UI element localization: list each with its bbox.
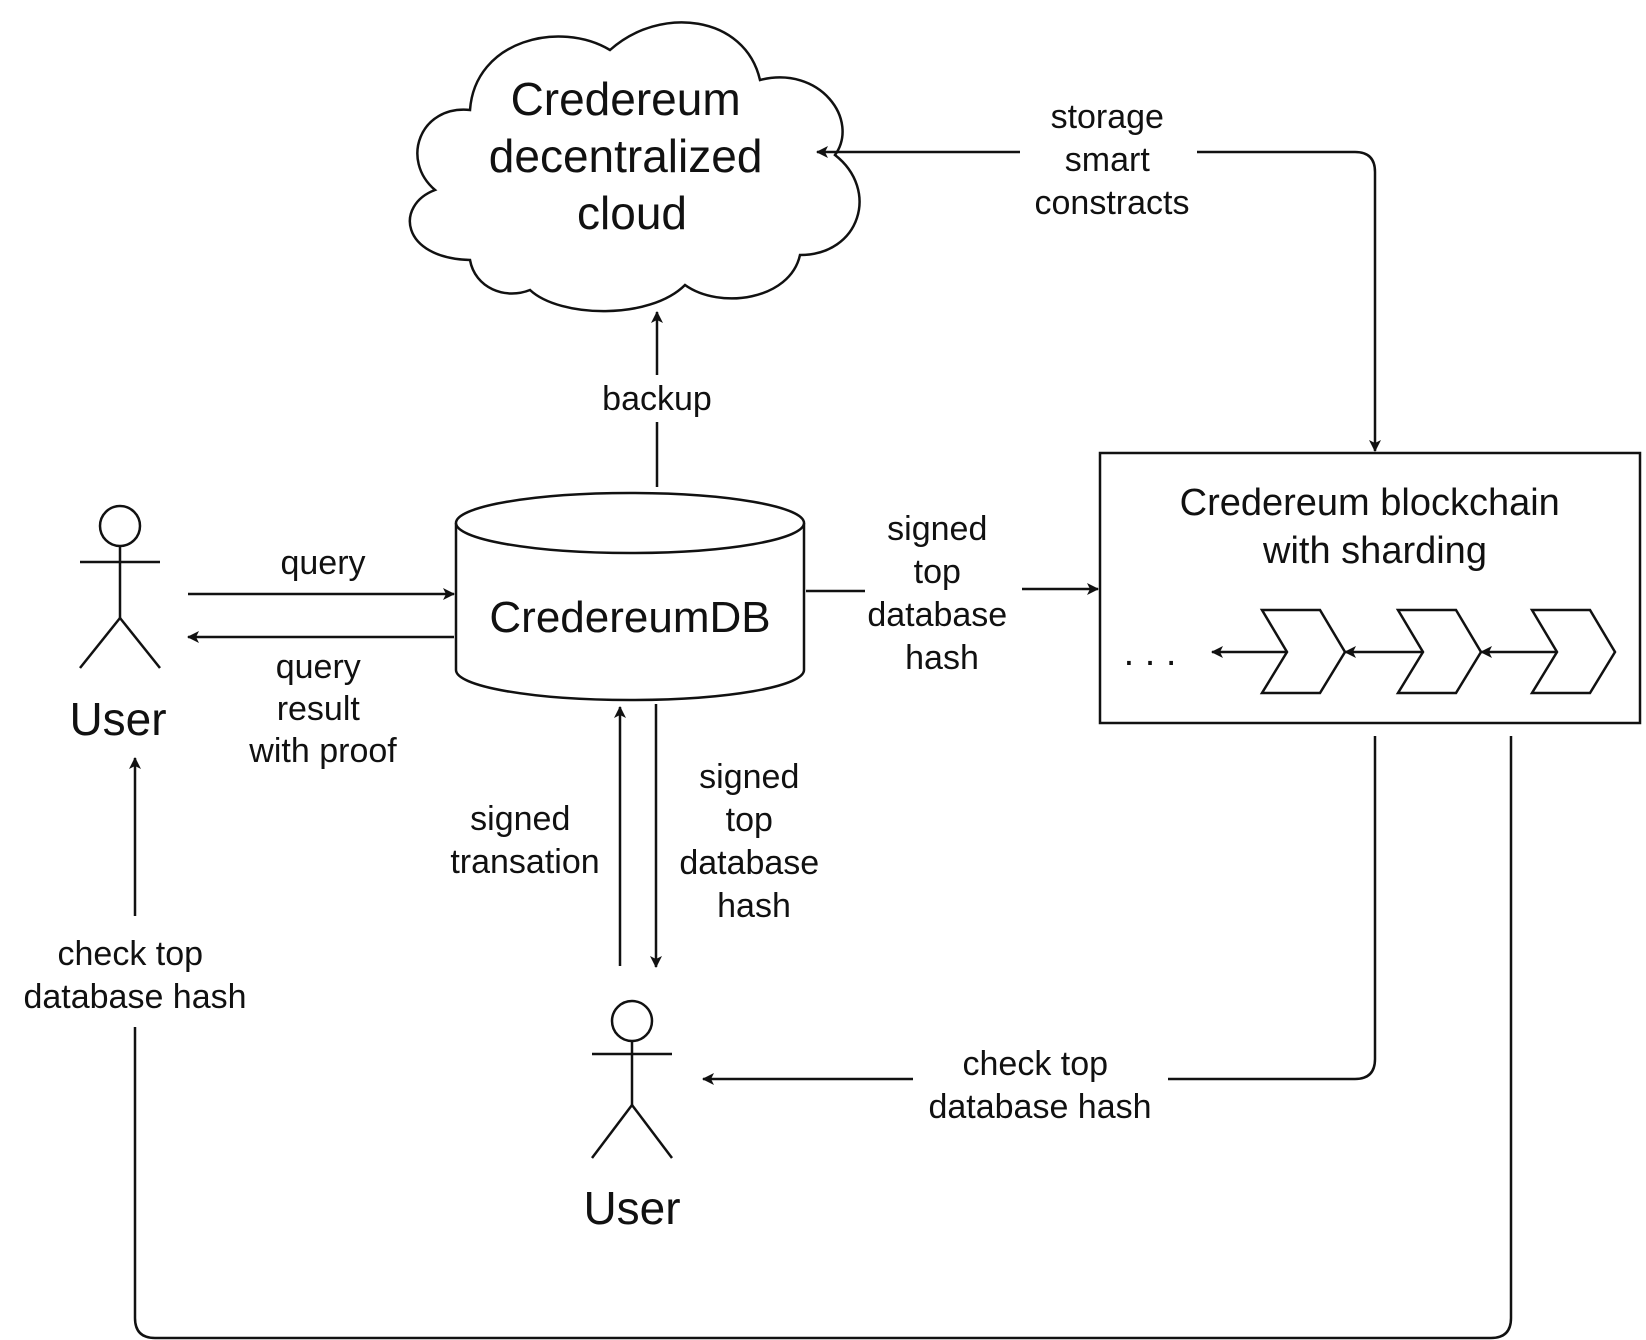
edge-backup-label: backup bbox=[602, 380, 712, 418]
edge-signed-hash-right: signed top database hash bbox=[806, 510, 1099, 677]
edge-storage: storage smart constracts bbox=[816, 98, 1381, 452]
user-left: User bbox=[69, 504, 167, 745]
edge-check-bottom-label: check top database hash bbox=[928, 1045, 1151, 1126]
edge-storage-line bbox=[1197, 150, 1381, 452]
edge-signed-hash-right-label: signed top database hash bbox=[867, 510, 1016, 677]
edge-query-label: query bbox=[280, 544, 365, 582]
edge-signed-transaction: signed transation bbox=[450, 706, 626, 966]
blockchain-node: Credereum blockchain with sharding . . . bbox=[1098, 451, 1642, 725]
chain-ellipsis: . . . bbox=[1124, 632, 1177, 674]
person-icon bbox=[79, 504, 161, 669]
edge-signed-hash-down: signed top database hash bbox=[650, 704, 828, 968]
edge-check-left-label: check top database hash bbox=[23, 935, 246, 1016]
edge-query-result: query result with proof bbox=[187, 631, 454, 770]
edge-check-left: check top database hash bbox=[23, 736, 1513, 1340]
edge-query: query bbox=[188, 544, 455, 600]
cloud-node: Credereum decentralized cloud bbox=[408, 21, 861, 313]
blockchain-label: Credereum blockchain with sharding bbox=[1180, 482, 1571, 572]
database-body bbox=[454, 523, 806, 702]
edge-signed-hash-down-label: signed top database hash bbox=[679, 758, 828, 925]
user-bottom-label: User bbox=[583, 1182, 680, 1234]
edge-backup: backup bbox=[602, 311, 712, 487]
user-left-label: User bbox=[69, 693, 166, 745]
cloud-shape bbox=[408, 21, 861, 313]
cloud-label: Credereum decentralized cloud bbox=[489, 73, 775, 239]
edge-storage-label: storage smart constracts bbox=[1035, 98, 1190, 222]
blockchain-box bbox=[1098, 451, 1642, 725]
edge-signed-transaction-label: signed transation bbox=[450, 800, 599, 881]
database-top bbox=[454, 491, 806, 555]
database-node: CredereumDB bbox=[454, 491, 806, 702]
person-icon bbox=[591, 999, 673, 1159]
user-bottom: User bbox=[583, 999, 681, 1234]
edge-check-bottom: check top database hash bbox=[702, 736, 1377, 1126]
database-label: CredereumDB bbox=[489, 593, 770, 642]
edge-query-result-label: query result with proof bbox=[248, 648, 397, 770]
